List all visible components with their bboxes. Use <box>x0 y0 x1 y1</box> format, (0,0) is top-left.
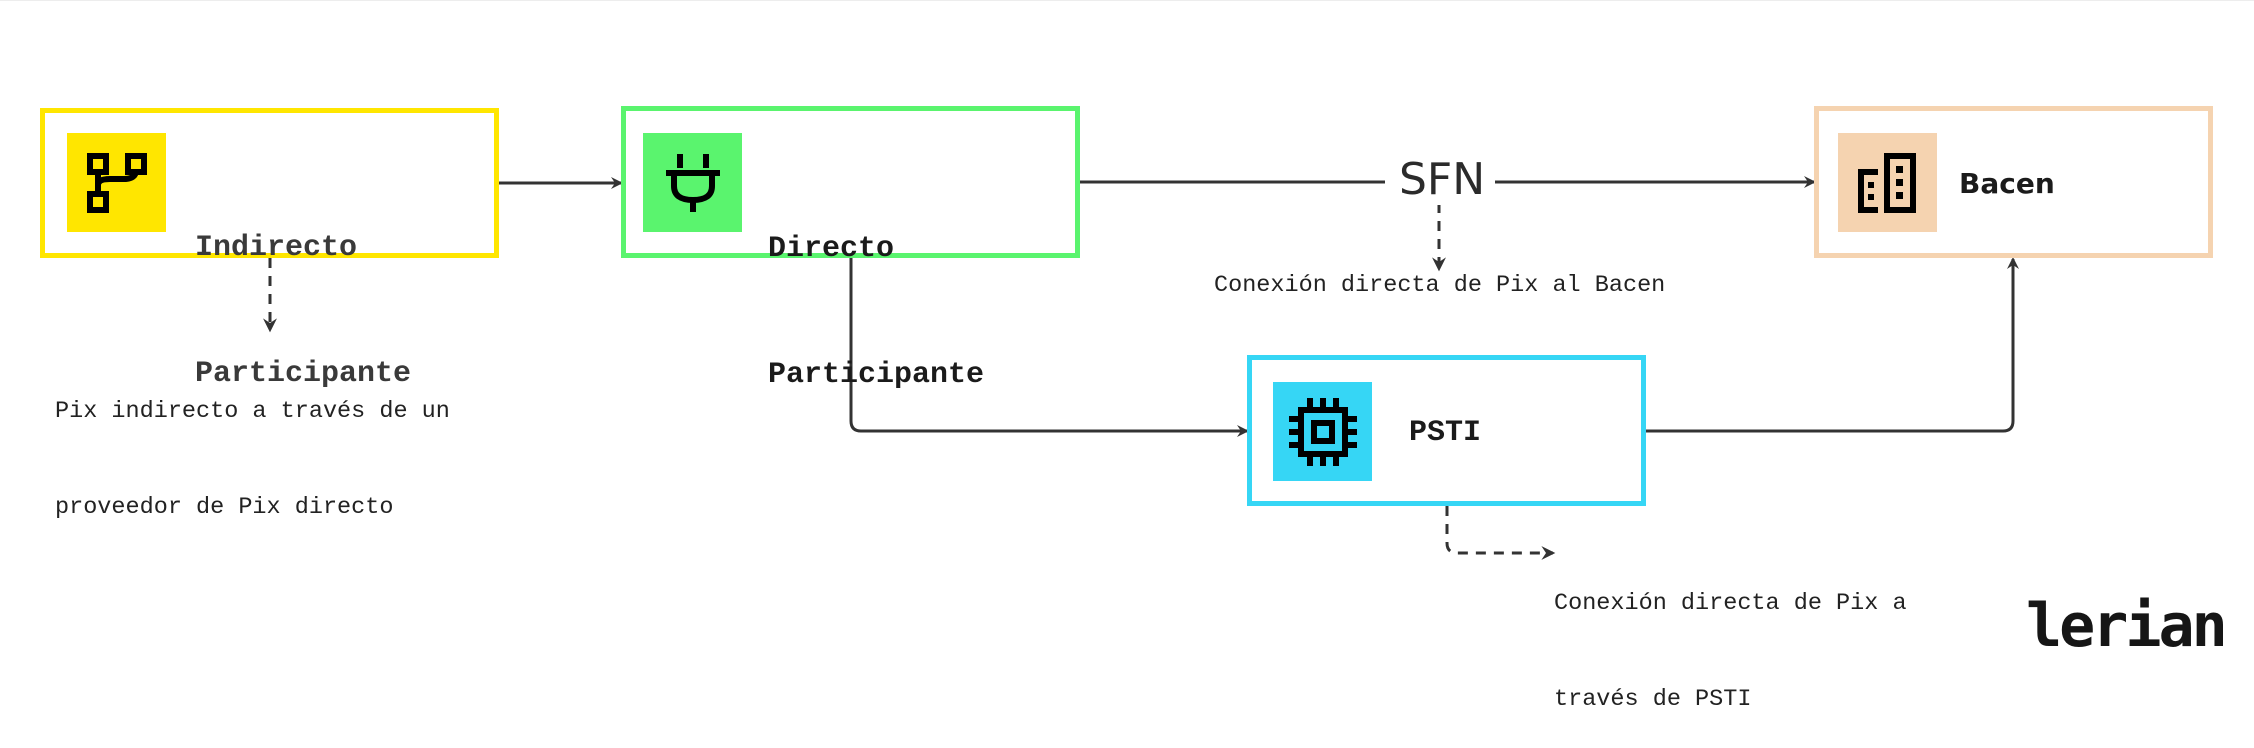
bacen-title: Bacen <box>1959 167 2055 200</box>
indirect-icon-tile <box>67 133 166 232</box>
note-psti: Conexión directa de Pix a través de PSTI <box>1554 524 1907 748</box>
note-indirect: Pix indirecto a través de un proveedor d… <box>55 332 450 556</box>
lerian-logo: lerian <box>2026 591 2228 661</box>
psti-icon-tile <box>1273 382 1372 481</box>
direct-title-line1: Directo <box>768 232 895 266</box>
bacen-icon-tile <box>1838 133 1937 232</box>
node-indirect-participant[interactable]: Indirecto Participante <box>40 108 499 391</box>
note-psti-line1: Conexión directa de Pix a <box>1554 590 1907 617</box>
edge-psti-to-bacen <box>1645 257 2019 433</box>
dashed-arrow-psti-note <box>1445 506 1556 560</box>
branch-icon <box>86 152 147 213</box>
note-sfn: Conexión directa de Pix al Bacen <box>1214 272 1666 299</box>
node-bacen[interactable]: Bacen <box>1814 106 2213 258</box>
indirect-title: Indirecto Participante <box>195 143 411 479</box>
direct-icon-tile <box>643 133 742 232</box>
note-indirect-line1: Pix indirecto a través de un <box>55 398 450 425</box>
edges-layer <box>263 176 2019 560</box>
direct-title: Directo Participante <box>768 144 984 480</box>
note-psti-line2: través de PSTI <box>1554 686 1752 713</box>
node-psti[interactable]: PSTI <box>1247 355 1646 506</box>
indirect-title-line2: Participante <box>195 357 412 391</box>
sfn-label: SFN <box>1393 155 1492 205</box>
buildings-icon <box>1857 152 1916 213</box>
top-border <box>0 0 2254 1</box>
note-indirect-line2: proveedor de Pix directo <box>55 494 394 521</box>
psti-title: PSTI <box>1409 416 1482 450</box>
edge-direct-to-psti <box>849 257 1249 437</box>
direct-title-line2: Participante <box>768 358 985 392</box>
plug-icon <box>665 153 720 212</box>
node-direct-participant[interactable]: Directo Participante <box>621 106 1080 392</box>
indirect-title-line1: Indirecto <box>195 231 358 265</box>
chip-icon <box>1288 397 1357 466</box>
